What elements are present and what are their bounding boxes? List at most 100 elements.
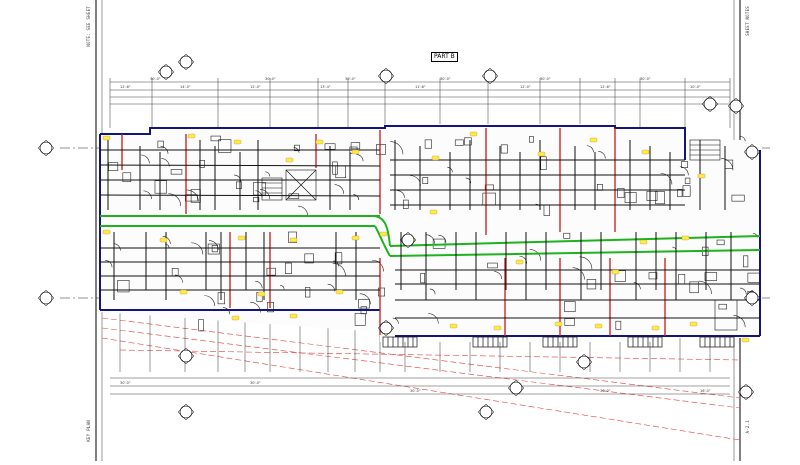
svg-text:14'-0": 14'-0" — [180, 85, 191, 89]
bubble-diamond — [737, 383, 755, 401]
grid-bubble — [701, 95, 719, 113]
door-swing-icon — [327, 283, 336, 292]
keynote-tag — [187, 133, 196, 139]
door-swing-icon — [140, 154, 150, 164]
door-swing-icon — [721, 158, 734, 171]
red-reference-lines — [101, 317, 741, 441]
keynote-tag — [285, 157, 294, 163]
door-swing-icon — [660, 173, 673, 185]
keynote-tag — [431, 155, 440, 161]
bubble-circle — [179, 405, 193, 419]
side-note-left-bottom: KEY PLAN — [86, 420, 91, 442]
bubble-diamond — [701, 95, 719, 113]
door-swing-icon — [598, 151, 606, 159]
keynote-tag — [289, 313, 298, 319]
fixture — [378, 287, 385, 297]
door-swing-icon — [160, 146, 169, 154]
bottom-dimension-strings — [110, 377, 730, 395]
fixture — [266, 267, 276, 276]
fixture — [564, 301, 576, 313]
door-swing-icon — [733, 315, 746, 328]
keynote-tag — [639, 239, 648, 245]
svg-text:12'-6": 12'-6" — [600, 85, 611, 89]
bubble-diamond — [177, 403, 195, 421]
fixture — [157, 140, 164, 149]
bubble-diamond — [727, 97, 745, 115]
fixture — [424, 139, 432, 149]
interior-partitions — [99, 140, 760, 319]
keynote-tag — [589, 137, 598, 143]
keynote-tag — [102, 135, 111, 141]
fixture — [334, 252, 343, 265]
door-swing-icon — [397, 190, 405, 198]
fixture — [540, 156, 547, 170]
keynote-tag — [179, 289, 188, 295]
fixture — [487, 262, 498, 269]
door-swing-icon — [161, 158, 170, 167]
fixture — [648, 272, 658, 280]
svg-text:16'-0": 16'-0" — [700, 389, 711, 393]
grid-bubble — [377, 319, 395, 337]
bubble-circle — [479, 405, 493, 419]
grid-bubble — [37, 139, 55, 157]
keynote-tag — [681, 235, 690, 241]
fixture — [198, 319, 204, 332]
bubble-circle — [577, 355, 591, 369]
svg-text:30'-0": 30'-0" — [345, 77, 356, 81]
grid-bubble — [377, 67, 395, 85]
keynote-tag — [233, 139, 242, 145]
fixture — [253, 197, 260, 203]
side-note-right-top: SHEET NOTES — [745, 6, 750, 36]
door-swing-icon — [293, 147, 300, 153]
door-swing-icon — [143, 190, 152, 200]
fixture — [210, 135, 221, 142]
keynote-tag — [554, 321, 563, 327]
door-swing-icon — [162, 235, 171, 245]
keynote-tag — [697, 173, 706, 179]
door-swing-icon — [519, 255, 528, 264]
bubble-circle — [401, 233, 415, 247]
fixture — [402, 199, 409, 209]
fixture — [211, 245, 218, 253]
keynote-tag — [351, 149, 360, 155]
fixture — [207, 243, 220, 255]
svg-text:30'-0": 30'-0" — [640, 77, 651, 81]
bubble-circle — [703, 97, 717, 111]
fixture — [731, 194, 745, 202]
keynote-tag — [537, 151, 546, 157]
bubble-diamond — [157, 63, 175, 81]
bubble-circle — [739, 385, 753, 399]
door-swing-icon — [265, 171, 271, 177]
fixture — [122, 172, 132, 183]
bubble-diamond — [481, 67, 499, 85]
door-swing-icon — [753, 232, 758, 238]
bubble-circle — [509, 381, 523, 395]
fixture — [704, 272, 718, 281]
keynote-tag — [231, 315, 240, 321]
balcony — [472, 336, 508, 348]
bubble-diamond — [377, 319, 395, 337]
balcony — [382, 336, 418, 348]
bubble-circle — [159, 65, 173, 79]
fixture — [170, 169, 183, 175]
door-swing-icon — [208, 240, 219, 250]
keynote-tag — [641, 149, 650, 155]
grid-bubble — [477, 403, 495, 421]
door-swing-icon — [392, 317, 399, 324]
door-swing-icon — [359, 293, 371, 305]
fixture — [154, 180, 167, 194]
fixture — [305, 287, 311, 298]
svg-text:30'-0": 30'-0" — [150, 77, 161, 81]
bubble-diamond — [37, 289, 55, 307]
keynote-tag — [315, 139, 324, 145]
door-swing-icon — [204, 295, 215, 306]
bubble-circle — [379, 69, 393, 83]
fixture — [718, 303, 727, 310]
keynote-tag — [289, 237, 298, 243]
grid-bubble — [177, 53, 195, 71]
fixture — [253, 182, 266, 196]
svg-text:12'-0": 12'-0" — [250, 85, 261, 89]
door-swing-icon — [234, 174, 242, 182]
fixture — [285, 262, 292, 274]
